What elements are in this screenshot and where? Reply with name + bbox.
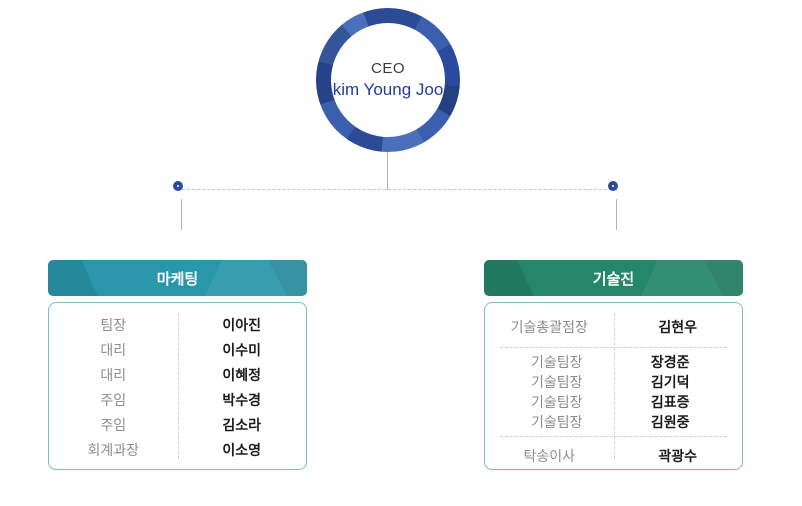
dept-table-marketing: 팀장 이아진 대리 이수미 대리 이혜정 주임 박수경 주임 김소라 — [48, 302, 307, 470]
table-row: 대리 이혜정 — [49, 362, 306, 387]
role-cell: 기술팀장 — [530, 374, 583, 390]
dept-panel-tech: 기술진 기술총괄점장 김현우 기술팀장 장경준 기술팀장 — [484, 260, 743, 470]
connector-node-right-icon — [608, 181, 618, 191]
role-cell: 기술팀장 — [530, 354, 583, 370]
tech-rows: 기술총괄점장 김현우 기술팀장 장경준 기술팀장 김기덕 기술팀장 — [485, 303, 742, 470]
table-row: 기술팀장 장경준 — [500, 352, 727, 372]
name-cell: 김기덕 — [650, 374, 690, 390]
ceo-name: kim Young Joo — [332, 80, 444, 99]
connector-node-left-icon — [173, 181, 183, 191]
connector-ceo-vertical-line — [387, 152, 388, 190]
role-cell: 주임 — [100, 391, 127, 408]
column-divider — [177, 313, 179, 459]
ceo-title: CEO — [370, 60, 405, 77]
table-row: 탁송이사 곽광수 — [485, 442, 742, 470]
dept-table-tech: 기술총괄점장 김현우 기술팀장 장경준 기술팀장 김기덕 기술팀장 — [484, 302, 743, 470]
name-cell: 김소라 — [222, 416, 262, 433]
table-row: 팀장 이아진 — [49, 312, 306, 337]
role-cell: 주임 — [100, 416, 127, 433]
name-cell: 이수미 — [222, 341, 262, 358]
tech-group-lead: 기술총괄점장 김현우 — [485, 312, 742, 342]
ceo-node-inner: CEO kim Young Joo — [331, 23, 445, 137]
table-row: 기술총괄점장 김현우 — [485, 312, 742, 342]
name-cell: 곽광수 — [658, 448, 698, 464]
role-cell: 팀장 — [100, 316, 127, 333]
table-row: 주임 김소라 — [49, 412, 306, 437]
dept-header-tech: 기술진 — [484, 260, 743, 296]
name-cell: 장경준 — [650, 354, 690, 370]
role-cell: 회계과장 — [87, 441, 140, 458]
table-row: 대리 이수미 — [49, 337, 306, 362]
role-cell: 대리 — [100, 341, 127, 358]
tech-group-director: 탁송이사 곽광수 — [485, 442, 742, 470]
name-cell: 이혜정 — [222, 366, 262, 383]
table-row: 기술팀장 김표증 — [500, 392, 727, 412]
connector-horizontal-dashed-line — [182, 189, 617, 190]
dept-header-marketing: 마케팅 — [48, 260, 307, 296]
role-cell: 대리 — [100, 366, 127, 383]
ceo-node: CEO kim Young Joo — [316, 8, 460, 152]
role-cell: 기술팀장 — [530, 394, 583, 410]
name-cell: 이아진 — [222, 316, 262, 333]
name-cell: 김현우 — [658, 319, 698, 335]
dept-label-marketing: 마케팅 — [156, 270, 199, 288]
table-row: 회계과장 이소영 — [49, 437, 306, 462]
connector-left-vertical-line — [181, 199, 182, 230]
name-cell: 김원중 — [650, 414, 690, 430]
role-cell: 기술총괄점장 — [510, 319, 588, 335]
name-cell: 이소영 — [222, 441, 262, 458]
column-divider — [613, 313, 615, 459]
dept-panel-marketing: 마케팅 팀장 이아진 대리 이수미 대리 이혜정 주임 박수경 — [48, 260, 307, 470]
dept-label-tech: 기술진 — [592, 270, 635, 288]
name-cell: 김표증 — [650, 394, 690, 410]
role-cell: 기술팀장 — [530, 414, 583, 430]
role-cell: 탁송이사 — [523, 448, 576, 464]
connector-right-vertical-line — [616, 199, 617, 230]
name-cell: 박수경 — [222, 391, 262, 408]
table-row: 기술팀장 김원중 — [500, 412, 727, 432]
table-row: 기술팀장 김기덕 — [500, 372, 727, 392]
tech-group-team-leads: 기술팀장 장경준 기술팀장 김기덕 기술팀장 김표증 기술팀장 김원중 — [500, 347, 727, 437]
marketing-rows: 팀장 이아진 대리 이수미 대리 이혜정 주임 박수경 주임 김소라 — [49, 303, 306, 462]
table-row: 주임 박수경 — [49, 387, 306, 412]
